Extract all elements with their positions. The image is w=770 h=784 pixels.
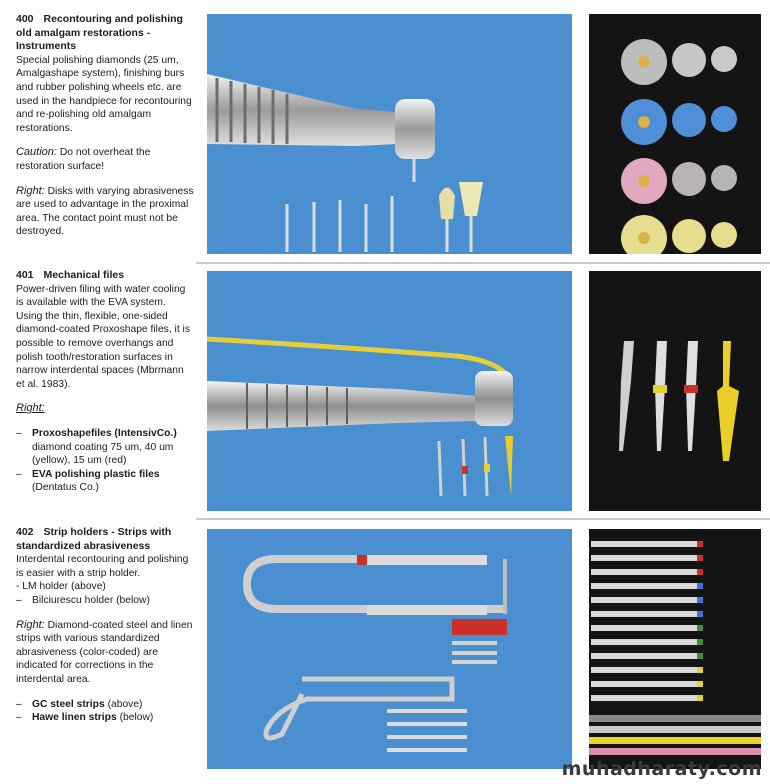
strip-color-code [697,639,703,645]
right-text: Diamond-coated steel and linen strips wi… [16,619,193,685]
steel-strip [591,695,701,701]
steel-strip [591,625,701,631]
files-closeup-image [619,341,739,461]
strips-list: GC steel strips (above) Hawe linen strip… [16,698,194,725]
strip-color-code [697,555,703,561]
divider-2 [196,518,770,520]
divider-1 [196,262,770,264]
strip-color-code [697,667,703,673]
caution-text: Do not overheat the restoration surface! [16,147,151,172]
section-number: 402 [16,526,34,538]
strip-color-code [697,597,703,603]
section-number: 401 [16,269,34,281]
right-text: Disks with varying abrasiveness are used… [16,185,194,238]
strip-holders-photo [207,529,572,769]
polishing-disks-photo [589,14,761,254]
section-title: Recontouring and polishing old amalgam r… [16,13,183,53]
holders-list: Bilciurescu holder (below) [16,594,194,608]
steel-strip [591,611,701,617]
section-number: 400 [16,13,34,25]
strip-color-code [697,583,703,589]
steel-strip [591,541,701,547]
linen-strip [589,737,761,744]
strip-color-code [697,653,703,659]
heading-401: 401 Mechanical files [16,269,194,283]
strip-color-code [697,681,703,687]
strip-color-code [697,695,703,701]
section-401: 401 Mechanical files Power-driven filing … [0,264,770,518]
right-label: Right: [16,402,45,415]
linen-strip [589,748,761,755]
right-label: Right: [16,184,45,197]
strips-image [589,541,761,755]
list-item: GC steel strips (above) [16,698,194,712]
mechanical-files-photo [207,271,572,511]
handpiece-burs-photo [207,14,572,254]
holder-item: - LM holder (above) [16,581,106,593]
section-body: Power-driven filing with water cooling i… [16,283,190,390]
linen-strip [589,715,761,722]
section-title: Strip holders - Strips with standardized… [16,526,172,552]
steel-strip [591,639,701,645]
list-item: Bilciurescu holder (below) [16,594,194,608]
polishing-disks-image [621,39,737,254]
steel-strip [591,555,701,561]
strip-color-code [697,541,703,547]
section-body: Interdental recontouring and polishing i… [16,554,189,579]
list-item: Hawe linen strips (below) [16,711,194,725]
steel-strip [591,569,701,575]
steel-strip [591,597,701,603]
handpiece-image [207,74,483,252]
list-item: EVA polishing plastic files(Dentatus Co.… [16,468,194,495]
strip-holder-image [242,555,507,752]
files-image [207,336,513,497]
linen-strip [589,726,761,733]
section-body: Special polishing diamonds (25 um, Amalg… [16,54,192,134]
strip-color-code [697,569,703,575]
steel-strip [591,681,701,687]
steel-strip [591,667,701,673]
strips-photo [589,529,761,769]
steel-strip [591,583,701,589]
files-closeup-photo [589,271,761,511]
steel-strip [591,653,701,659]
right-label: Right: [16,618,45,631]
section-title: Mechanical files [43,269,125,281]
text-401: 401 Mechanical files Power-driven filing … [16,269,194,495]
list-item: Proxoshapefiles (IntensivCo.)diamond coa… [16,427,194,468]
watermark: muhadharaty.com [561,758,762,780]
strip-color-code [697,611,703,617]
strip-color-code [697,625,703,631]
files-list: Proxoshapefiles (IntensivCo.)diamond coa… [16,427,194,495]
caution-label: Caution: [16,146,57,159]
